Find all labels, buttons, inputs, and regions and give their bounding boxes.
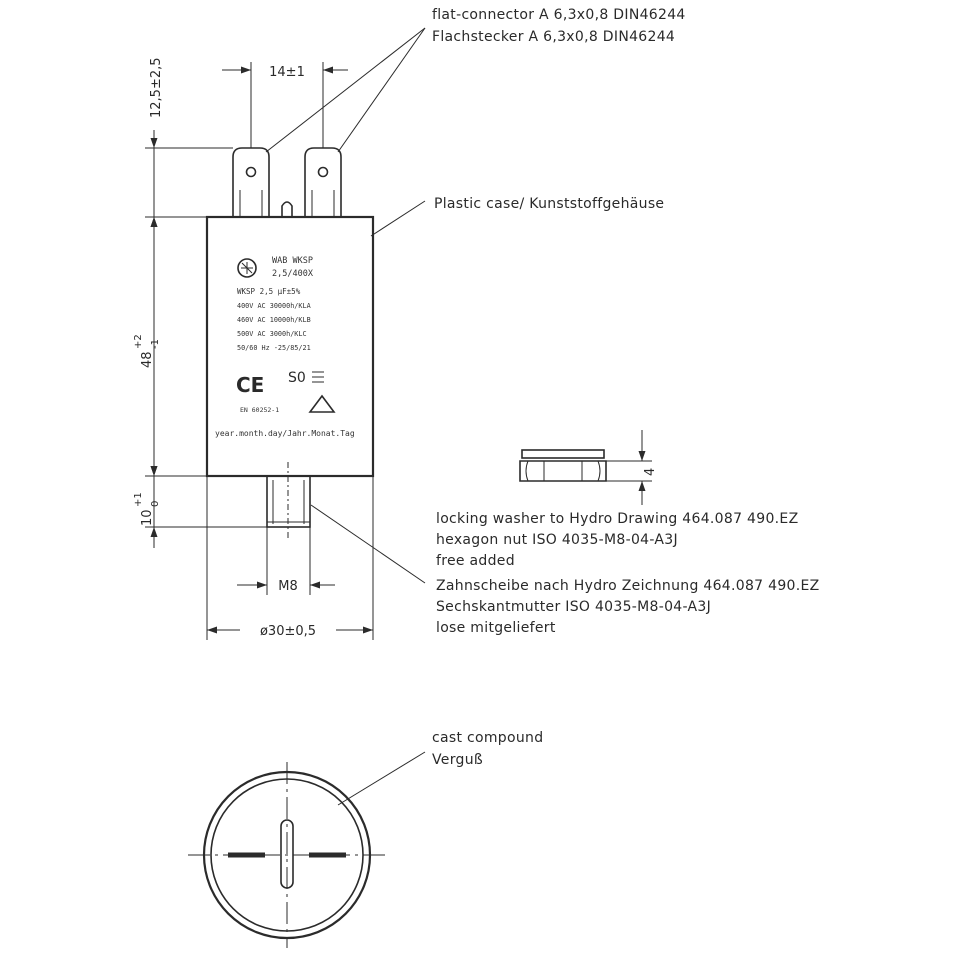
label-line-6: 500V AC 3000h/KLC — [237, 330, 307, 338]
callout-washer-de-3: lose mitgeliefert — [436, 620, 556, 636]
callout-compound-en: cast compound — [432, 730, 543, 746]
dim-stud-length-value: 10 — [140, 509, 155, 526]
body-label: WAB WKSP 2,5/400X WKSP 2,5 µF±5% 400V AC… — [215, 256, 355, 438]
label-line-2: 2,5/400X — [272, 269, 314, 279]
top-view-terminal — [280, 819, 294, 889]
center-tab — [281, 201, 293, 217]
dim-terminal-height-value: 12,5±2,5 — [149, 57, 164, 118]
dim-stud-length-tol-lower: 0 — [150, 501, 161, 507]
label-line-4: 400V AC 30000h/KLA — [237, 302, 311, 310]
callout-washer-en-2: hexagon nut ISO 4035-M8-04-A3J — [436, 532, 678, 548]
ce-mark: CE — [236, 373, 264, 397]
label-line-3: WKSP 2,5 µF±5% — [237, 287, 301, 296]
dim-stud-length: 10 +1 0 — [133, 458, 161, 548]
callout-washer: locking washer to Hydro Drawing 464.087 … — [310, 504, 820, 636]
label-line-7: 50/60 Hz -25/85/21 — [237, 344, 311, 352]
callout-washer-en-3: free added — [436, 553, 515, 569]
dim-terminal-spacing: 14±1 — [222, 62, 348, 148]
dim-terminal-spacing-value: 14±1 — [269, 65, 305, 80]
s0-mark: S0 — [288, 370, 306, 386]
callout-connector-de: Flachstecker A 6,3x0,8 DIN46244 — [432, 29, 675, 45]
dim-diameter-value: ø30±0,5 — [260, 624, 316, 639]
callout-compound-de: Verguß — [432, 752, 483, 768]
callout-washer-de-1: Zahnscheibe nach Hydro Zeichnung 464.087… — [436, 578, 820, 594]
approval-symbol-icon — [312, 371, 324, 383]
top-view — [188, 762, 388, 948]
callout-connector-en: flat-connector A 6,3x0,8 DIN46244 — [432, 7, 686, 23]
dim-body-height-tol-lower: -1 — [150, 339, 161, 349]
dim-thread-value: M8 — [278, 579, 298, 594]
label-line-1: WAB WKSP — [272, 256, 313, 266]
vde-triangle-icon — [308, 394, 336, 413]
label-line-5: 460V AC 10000h/KLB — [237, 316, 311, 324]
label-line-9: year.month.day/Jahr.Monat.Tag — [215, 429, 355, 438]
dim-diameter: ø30±0,5 — [206, 476, 374, 640]
manufacturer-logo-icon — [237, 258, 257, 278]
callout-washer-en-1: locking washer to Hydro Drawing 464.087 … — [436, 511, 798, 527]
callout-case-text: Plastic case/ Kunststoffgehäuse — [434, 196, 664, 212]
callout-connector: flat-connector A 6,3x0,8 DIN46244 Flachs… — [265, 7, 686, 153]
callout-washer-de-2: Sechskantmutter ISO 4035-M8-04-A3J — [436, 599, 711, 615]
dim-thread: M8 — [237, 527, 335, 595]
terminal-right — [304, 147, 342, 217]
callout-compound: cast compound Verguß — [337, 730, 543, 806]
callout-case: Plastic case/ Kunststoffgehäuse — [370, 196, 664, 237]
dim-stud-length-tol-upper: +1 — [133, 492, 144, 507]
side-view: WAB WKSP 2,5/400X WKSP 2,5 µF±5% 400V AC… — [133, 57, 375, 640]
dim-body-height-value: 48 — [140, 351, 155, 368]
hex-nut-detail: 4 — [519, 430, 658, 505]
terminal-left — [232, 147, 270, 217]
dim-terminal-height: 12,5±2,5 — [149, 57, 164, 235]
threaded-stud — [266, 462, 311, 540]
dim-nut-height-value: 4 — [643, 468, 658, 476]
dim-body-height: 48 +2 -1 — [133, 217, 161, 476]
label-line-8: EN 60252-1 — [240, 406, 279, 414]
dim-body-height-tol-upper: +2 — [133, 334, 144, 349]
